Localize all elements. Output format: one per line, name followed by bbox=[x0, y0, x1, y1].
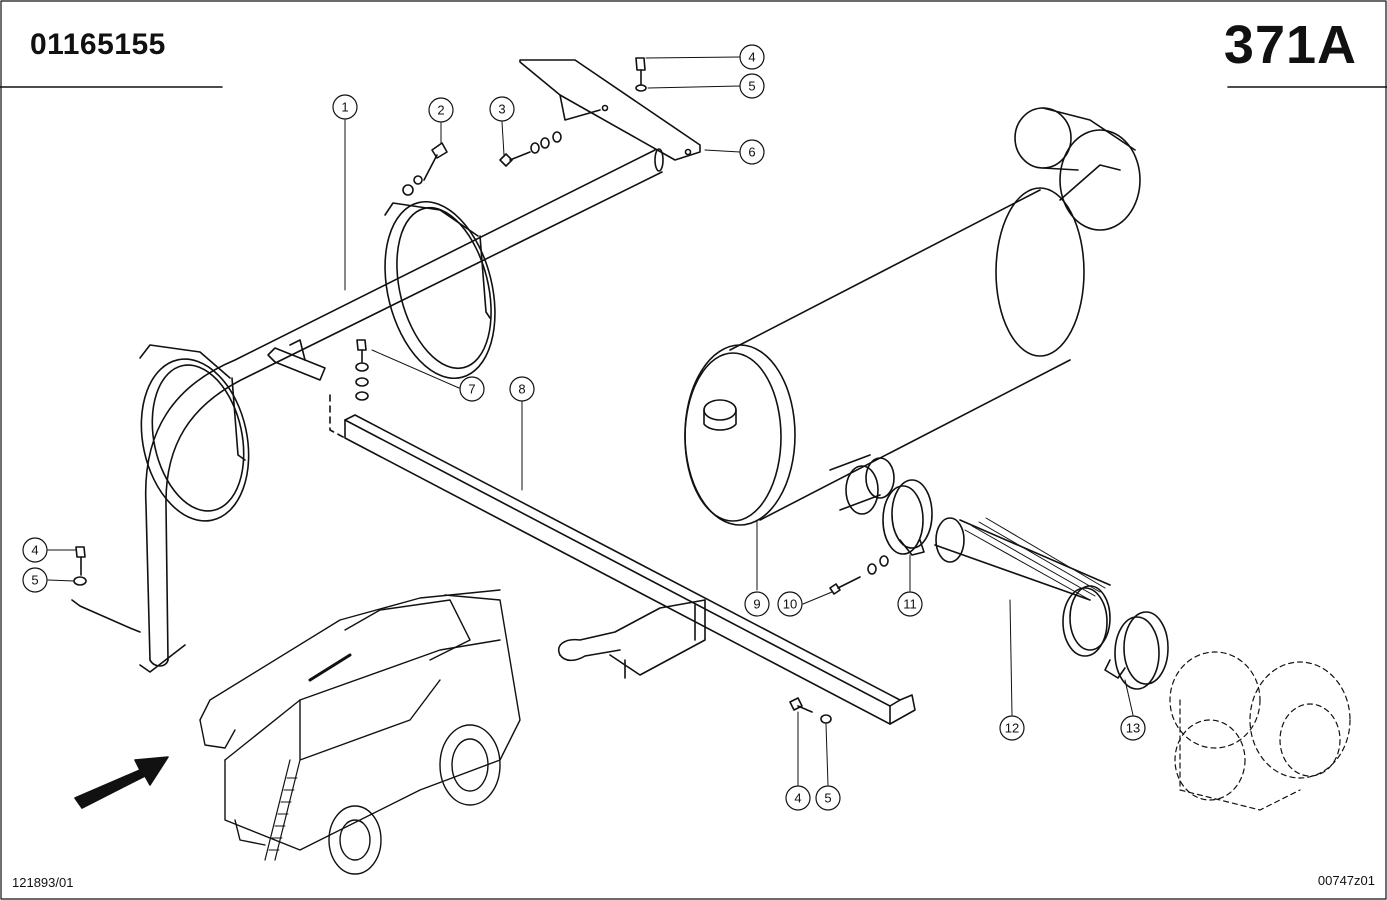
hose-clamp-lower bbox=[1104, 611, 1169, 690]
combine-harvester-thumbnail bbox=[199, 589, 521, 875]
svg-text:5: 5 bbox=[31, 573, 38, 588]
callout-11: 11 bbox=[897, 591, 923, 617]
callout-12: 12 bbox=[999, 715, 1025, 741]
callout-13: 13 bbox=[1120, 715, 1146, 741]
svg-text:11: 11 bbox=[903, 597, 917, 612]
svg-text:2: 2 bbox=[437, 103, 444, 118]
fastener-bolts bbox=[71, 57, 889, 724]
svg-text:5: 5 bbox=[824, 791, 831, 806]
callout-5-top: 5 bbox=[739, 73, 765, 99]
part-number: 01165155 bbox=[30, 28, 166, 61]
svg-text:7: 7 bbox=[468, 382, 475, 397]
callout-1: 1 bbox=[332, 94, 358, 120]
direction-arrow bbox=[74, 756, 169, 809]
callout-5-bottom: 5 bbox=[815, 785, 841, 811]
callout-3: 3 bbox=[489, 96, 515, 122]
frame-small-bracket bbox=[267, 339, 326, 381]
svg-text:4: 4 bbox=[31, 543, 38, 558]
callout-4-top: 4 bbox=[739, 44, 765, 70]
callout-7: 7 bbox=[459, 376, 485, 402]
svg-text:8: 8 bbox=[518, 382, 525, 397]
callout-leaders bbox=[47, 56, 1134, 786]
callout-4-left: 4 bbox=[22, 537, 48, 563]
flexible-hose bbox=[934, 517, 1111, 657]
svg-text:3: 3 bbox=[498, 102, 505, 117]
callout-4-bottom: 4 bbox=[785, 785, 811, 811]
drawing-reference-right: 00747z01 bbox=[1317, 873, 1375, 888]
top-bracket-plate bbox=[519, 59, 701, 161]
callout-8: 8 bbox=[509, 376, 535, 402]
frame-clamp-rings bbox=[139, 200, 496, 522]
svg-text:6: 6 bbox=[748, 145, 755, 160]
svg-text:10: 10 bbox=[783, 597, 797, 612]
tubular-frame bbox=[139, 148, 664, 673]
svg-text:4: 4 bbox=[794, 791, 801, 806]
turbocharger-outline bbox=[1169, 651, 1351, 811]
callouts: 1 2 3 4 5 6 7 8 9 10 11 12 13 4 5 4 5 bbox=[22, 44, 1146, 811]
svg-text:5: 5 bbox=[748, 79, 755, 94]
silencer-muffler bbox=[684, 107, 1141, 526]
callout-9: 9 bbox=[744, 591, 770, 617]
svg-text:4: 4 bbox=[748, 50, 755, 65]
svg-text:13: 13 bbox=[1126, 721, 1140, 736]
callout-2: 2 bbox=[428, 97, 454, 123]
lower-support-rail bbox=[329, 394, 916, 725]
svg-text:12: 12 bbox=[1005, 721, 1019, 736]
drawing-reference-left: 121893/01 bbox=[12, 875, 74, 890]
svg-text:1: 1 bbox=[341, 100, 348, 115]
callout-6: 6 bbox=[739, 139, 765, 165]
callout-5-left: 5 bbox=[22, 567, 48, 593]
svg-text:9: 9 bbox=[753, 597, 760, 612]
callout-10: 10 bbox=[777, 591, 803, 617]
page-code: 371A bbox=[1223, 15, 1357, 75]
hose-clamp-upper bbox=[882, 479, 933, 556]
